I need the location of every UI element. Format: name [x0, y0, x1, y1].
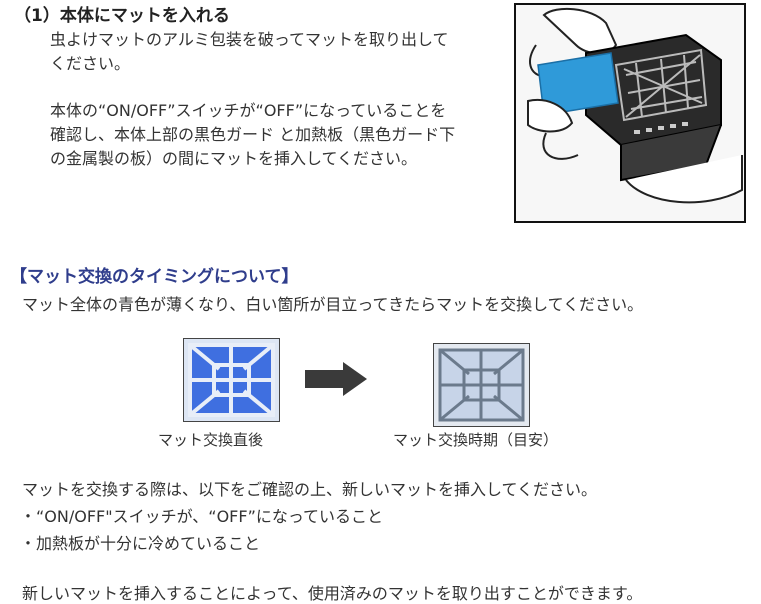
replacement-intro: マットを交換する際は、以下をご確認の上、新しいマットを挿入してください。	[22, 480, 598, 499]
caption-fresh-mat: マット交換直後	[158, 431, 264, 449]
timing-lead-text: マット全体の青色が薄くなり、白い箇所が目立ってきたらマットを交換してください。	[22, 295, 644, 314]
text-line: 虫よけマットのアルミ包装を破ってマットを取り出して	[50, 30, 449, 49]
timing-section-title: 【マット交換のタイミングについて】	[10, 267, 299, 287]
arrow-right-icon	[305, 362, 367, 400]
mat-fresh-image	[183, 338, 280, 422]
text-line: の金属製の板）の間にマットを挿入してください。	[50, 149, 418, 168]
insert-mat-illustration	[514, 3, 746, 223]
bullet-switch-off: ・“ON/OFF"スイッチが、“OFF”になっていること	[20, 507, 384, 526]
text-line: ください。	[50, 54, 131, 73]
device-hand-drawing	[516, 5, 744, 221]
step-title: （1）本体にマットを入れる	[14, 6, 230, 26]
step-paragraph-1: 虫よけマットのアルミ包装を破ってマットを取り出して ください。	[50, 28, 510, 76]
mat-used-image	[433, 343, 530, 427]
bullet-plate-cool: ・加熱板が十分に冷めていること	[20, 534, 261, 553]
caption-replacement-time: マット交換時期（目安）	[393, 431, 559, 449]
text-line: 本体の“ON/OFF”スイッチが“OFF”になっていることを	[50, 101, 447, 120]
step-paragraph-2: 本体の“ON/OFF”スイッチが“OFF”になっていることを 確認し、本体上部の…	[50, 99, 510, 171]
text-line: 確認し、本体上部の黒色ガード と加熱板（黒色ガード下	[50, 125, 456, 144]
closing-text: 新しいマットを挿入することによって、使用済みのマットを取り出すことができます。	[22, 584, 643, 603]
